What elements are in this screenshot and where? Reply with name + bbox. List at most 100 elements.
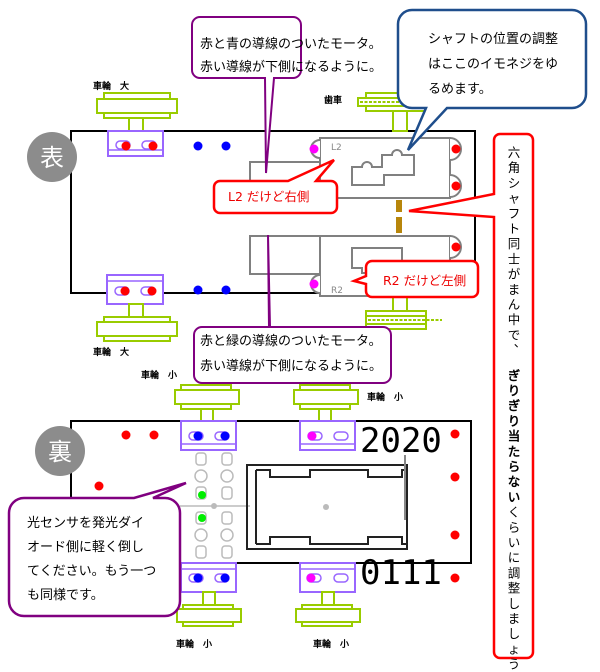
callout-bottom-motor-line2: 赤い導線が下側になるように。 [200,358,382,374]
year-digits: 2020 [360,421,442,461]
gear-label: 歯車 [324,94,342,106]
callout-bottom-motor-line1: 赤と緑の導線のついたモータ。 [200,333,382,349]
red-dot [451,144,461,154]
side-note-char: な [508,474,521,489]
callout-set-screw-line2: はここのイモネジをゆ [428,57,558,72]
side-note-char: 中 [508,312,521,327]
red-dot [121,430,131,440]
side-note-char: ま [508,611,521,626]
side-note-char: い [508,489,521,504]
blue-dot [193,573,203,583]
wheel-large-bottom-label: 車輪 大 [93,346,129,358]
side-note-char: ら [508,520,521,535]
wheel-small-br [295,591,361,627]
motor-r2-label: R2 [331,286,343,296]
callout-sensor: 光センサを発光ダイ オード側に軽く倒し てください。もう一つ も同様です。 [7,481,187,618]
blue-dot [221,141,231,151]
red-dot [450,530,460,540]
red-dot [450,429,460,439]
red-dot [451,242,461,252]
red-dot [148,141,158,151]
motor-l2-label: L2 [331,143,342,153]
blue-dot [193,141,203,151]
blue-dot [220,573,230,583]
side-note-char: り [508,413,521,428]
side-note-char: フ [508,206,521,221]
side-note-char: で [508,327,521,342]
wheel-small-tr [293,384,359,422]
magenta-dot [309,279,319,289]
motor-mount-top-left [107,130,164,157]
front-side-badge [27,132,77,182]
wheel-large-top-label: 車輪 大 [93,80,129,92]
side-note-char: に [508,550,521,565]
side-note-char: ょ [508,641,521,656]
wheel-small-tl-label: 車輪 小 [141,369,177,381]
callout-l2-text: L2 だけど右側 [228,189,309,204]
green-dot [198,514,206,522]
blue-dot [220,431,230,441]
back-side-badge-text: 裏 [48,438,72,466]
wheel-large-top [96,92,178,132]
red-dot [94,481,104,491]
wheel-small-bl [176,591,242,627]
green-dot [198,491,206,499]
callout-set-screw-line1: シャフトの位置の調整 [428,32,558,47]
side-note-char: ト [508,221,521,236]
side-note-char: 当 [508,429,521,444]
red-dot [147,286,157,296]
side-note-char: ャ [508,191,521,206]
side-note-char: ら [508,459,521,474]
side-note-char: り [508,383,521,398]
side-note-char: し [508,596,521,611]
side-note-char: ぎ [508,398,521,413]
bottom-digits-display: 0111 [360,553,442,593]
front-board: 車輪 大 車輪 大 歯車 [27,80,476,358]
back-side-badge [35,426,85,476]
mount-back-tr [299,420,356,451]
side-note-char: 六 [508,145,521,160]
side-note-char: う [508,657,521,672]
mount-back-br [299,562,356,593]
sensor-pivot [211,503,217,509]
blue-dot [193,285,203,295]
callout-l2-note: L2 だけど右側 [212,158,339,215]
side-note-char: 整 [508,581,521,596]
callout-sensor-line2: オード側に軽く倒し [27,540,144,555]
hex-shaft [396,217,402,233]
battery-holder [246,455,408,550]
callout-set-screw: シャフトの位置の調整 はここのイモネジをゆ るめます。 [396,8,588,151]
side-note-char: 調 [508,565,521,580]
wheel-small-bl-label: 車輪 小 [176,638,212,650]
side-note-char: 同 [508,236,521,251]
magenta-dot [307,431,317,441]
year-digits-display: 2020 [360,421,442,461]
motor-mount-bottom-left [106,274,164,305]
side-note-char: し [508,626,521,641]
mount-back-tl [180,420,237,451]
side-note-char: 士 [508,251,521,266]
wheel-small-tl [174,384,240,422]
callout-sensor-line4: も同様です。 [27,588,104,603]
side-note-char: 、 [514,335,527,350]
wheel-small-br-label: 車輪 小 [313,638,349,650]
side-note-char: が [508,267,521,282]
hex-shaft [396,200,402,212]
red-dot [121,141,131,151]
red-dot [120,286,130,296]
side-note-char: く [508,505,521,520]
red-dot [149,430,159,440]
wheel-small-tr-label: 車輪 小 [367,391,403,403]
side-note-char: ぎ [508,368,521,383]
magenta-dot [306,573,316,583]
callout-r2-text: R2 だけど左側 [383,273,466,288]
red-dot [450,472,460,482]
callout-sensor-line3: てください。もう一つ [27,564,156,579]
gear-bottom [365,292,442,330]
front-side-badge-text: 表 [40,144,64,172]
side-note-char: 角 [508,160,521,175]
callout-bottom-motor: 赤と緑の導線のついたモータ。 赤い導線が下側になるように。 [193,234,392,384]
